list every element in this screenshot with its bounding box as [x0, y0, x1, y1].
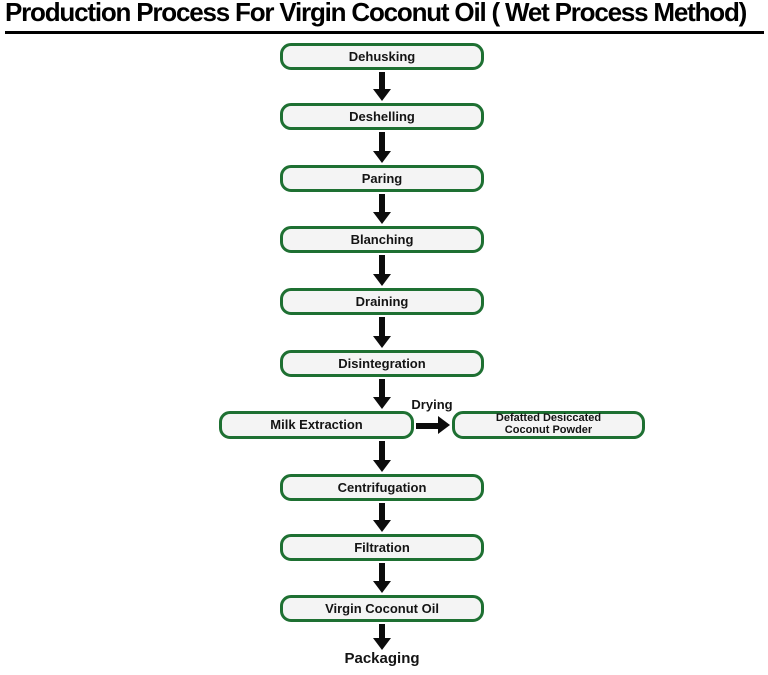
arrow-down-icon — [372, 132, 392, 163]
arrow-down-icon — [372, 72, 392, 101]
node-virgin-coconut-oil: Virgin Coconut Oil — [280, 595, 484, 622]
arrow-down-icon — [372, 379, 392, 409]
node-label: Dehusking — [348, 48, 416, 64]
node-label: Draining — [355, 293, 409, 309]
arrow-right-icon — [416, 416, 450, 435]
arrow-down-icon — [372, 624, 392, 650]
node-label: Deshelling — [349, 108, 415, 124]
arrow-down-icon — [372, 255, 392, 286]
node-label: Filtration — [354, 539, 410, 555]
node-centrifugation: Centrifugation — [280, 474, 484, 501]
node-label: Blanching — [350, 231, 414, 247]
arrow-down-icon — [372, 317, 392, 348]
node-filtration: Filtration — [280, 534, 484, 561]
node-label-line1: Defatted Desiccated — [495, 412, 602, 425]
arrow-down-icon — [372, 563, 392, 593]
node-draining: Draining — [280, 288, 484, 315]
arrow-down-icon — [372, 441, 392, 472]
node-disintegration: Disintegration — [280, 350, 484, 377]
node-label: Virgin Coconut Oil — [325, 600, 439, 616]
node-label: Milk Extraction — [270, 417, 363, 433]
node-deshelling: Deshelling — [280, 103, 484, 130]
node-label-line2: Coconut Powder — [504, 424, 593, 436]
node-label: Disintegration — [338, 355, 426, 371]
node-label: Paring — [361, 170, 403, 186]
node-blanching: Blanching — [280, 226, 484, 253]
drying-arrow-label: Drying — [411, 397, 453, 412]
node-packaging: Packaging — [344, 650, 420, 667]
node-milk-extraction: Milk Extraction — [219, 411, 414, 439]
node-paring: Paring — [280, 165, 484, 192]
node-label: Centrifugation — [337, 479, 427, 495]
page-title: Production Process For Virgin Coconut Oi… — [5, 0, 764, 34]
arrow-down-icon — [372, 503, 392, 532]
node-defatted-desiccated-coconut-powder: Defatted Desiccated Coconut Powder — [452, 411, 645, 439]
node-dehusking: Dehusking — [280, 43, 484, 70]
arrow-down-icon — [372, 194, 392, 224]
